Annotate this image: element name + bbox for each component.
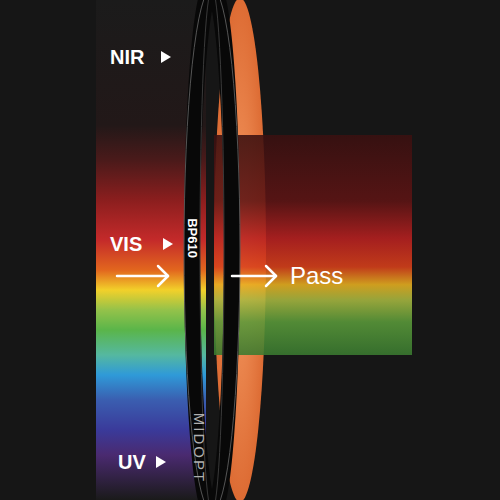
band-label: VIS bbox=[110, 234, 142, 254]
filter-model: BP610 bbox=[186, 218, 199, 258]
pass-label: Pass bbox=[290, 264, 343, 288]
band-label: NIR bbox=[110, 47, 144, 67]
band-label: UV bbox=[118, 452, 146, 472]
brand-logo: MIDOPT bbox=[192, 413, 207, 483]
